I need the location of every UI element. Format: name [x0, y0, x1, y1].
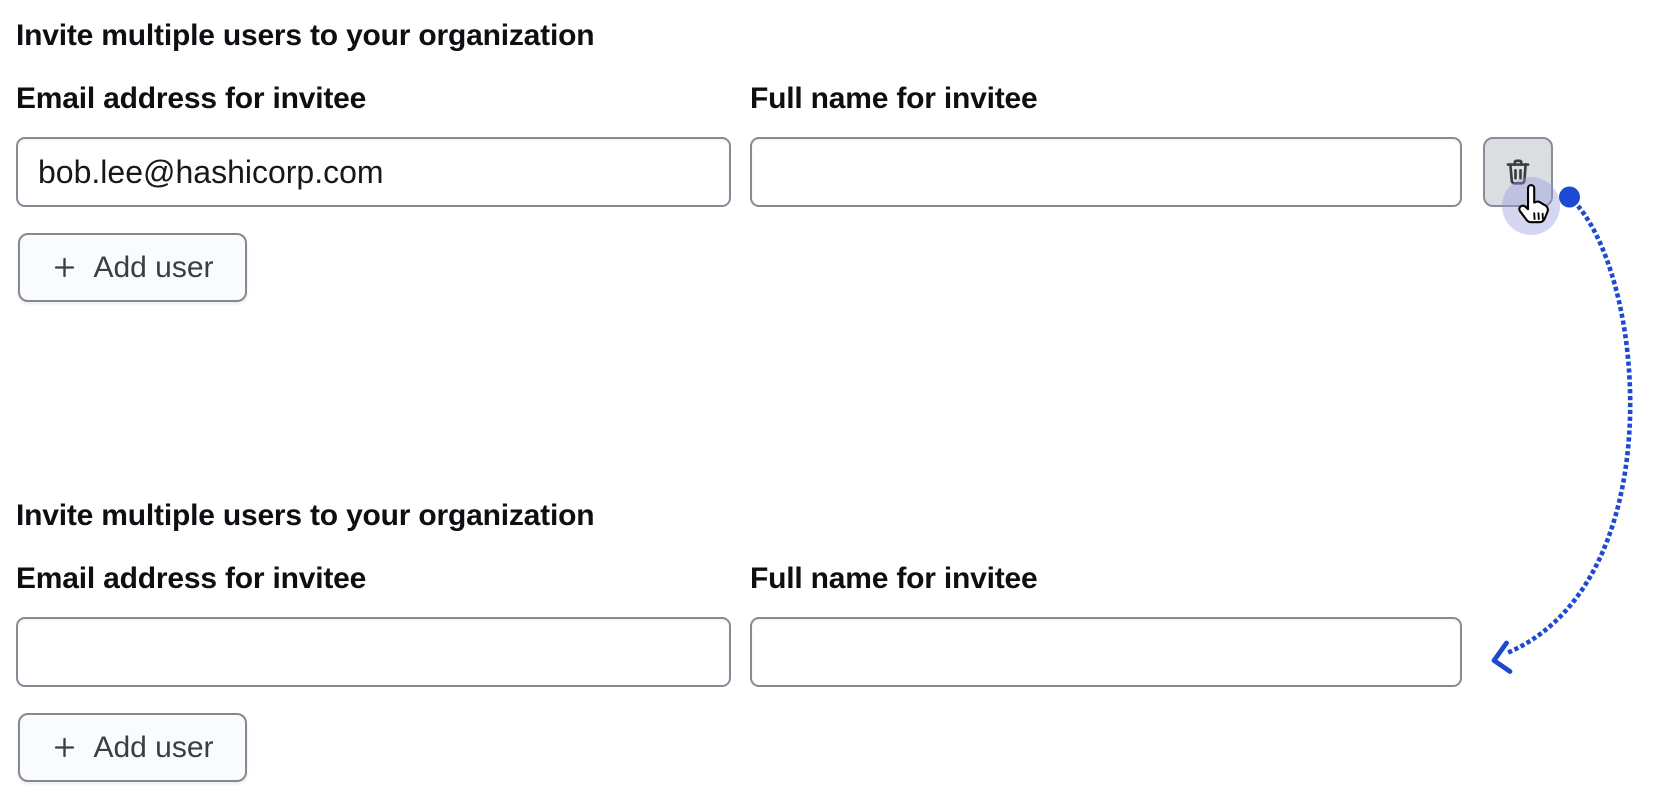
invite-users-example-after: Invite multiple users to your organizati…	[0, 480, 1672, 800]
add-user-button[interactable]: Add user	[18, 233, 247, 302]
fullname-field[interactable]	[750, 617, 1462, 687]
email-field[interactable]	[16, 617, 731, 687]
plus-icon	[51, 254, 78, 281]
add-user-label: Add user	[93, 730, 214, 764]
add-user-label: Add user	[93, 250, 214, 284]
plus-icon	[51, 734, 78, 761]
fullname-field[interactable]	[750, 137, 1462, 207]
example-heading: Invite multiple users to your organizati…	[16, 19, 595, 52]
fullname-field-label: Full name for invitee	[750, 562, 1038, 595]
fullname-field-label: Full name for invitee	[750, 82, 1038, 115]
email-field[interactable]	[16, 137, 731, 207]
email-field-label: Email address for invitee	[16, 82, 367, 115]
add-user-button[interactable]: Add user	[18, 713, 247, 782]
email-field-label: Email address for invitee	[16, 562, 367, 595]
example-heading: Invite multiple users to your organizati…	[16, 499, 595, 532]
trash-icon	[1503, 157, 1533, 187]
delete-user-button[interactable]	[1483, 137, 1553, 207]
invite-users-example-before: Invite multiple users to your organizati…	[0, 0, 1672, 320]
